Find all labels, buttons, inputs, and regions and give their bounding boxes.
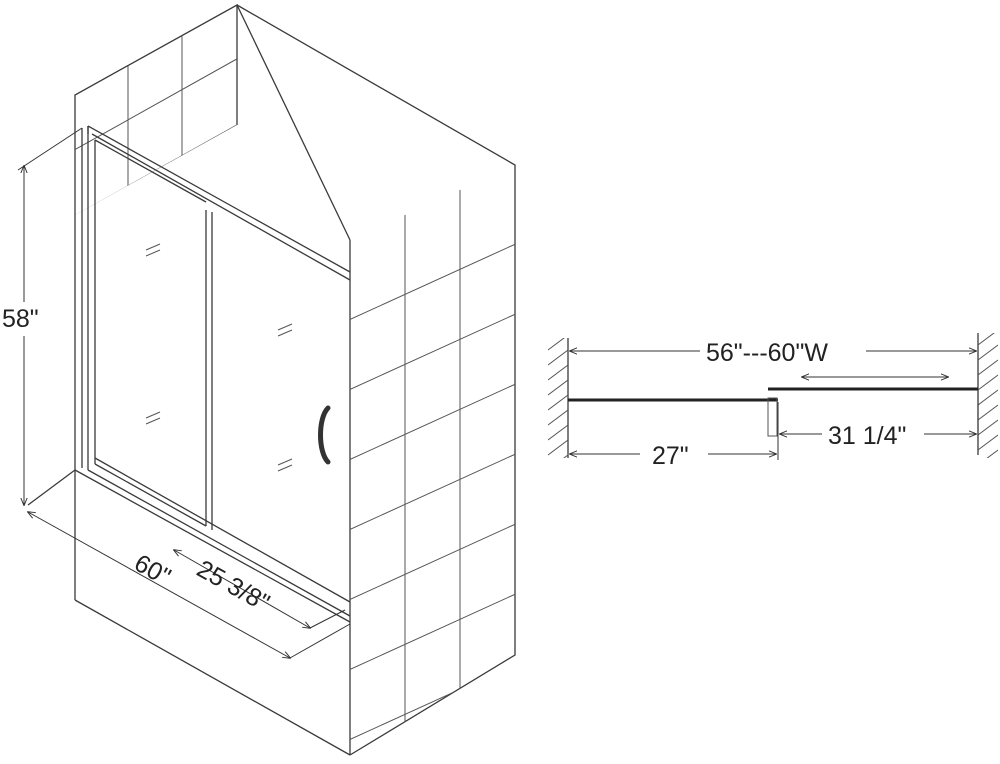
right-wall-hatch: [978, 333, 998, 458]
height-label: 58": [2, 305, 39, 333]
sliding-panel-label: 31 1/4": [828, 422, 906, 450]
fixed-panel-label: 27": [652, 442, 689, 470]
top-rail: [87, 125, 351, 281]
glass-marks: [145, 243, 293, 472]
door-width-dimension: [174, 550, 346, 628]
width-label: 60": [130, 549, 176, 591]
bathtub: [27, 469, 351, 756]
door-width-label: 25 3/8": [192, 555, 274, 617]
door-handle: [318, 405, 331, 465]
width-dimension: [28, 512, 351, 658]
door-frame: [81, 126, 351, 617]
back-wall-tiles: [75, 5, 237, 215]
opening-range-label: 56"---60"W: [706, 339, 828, 367]
side-wall-tiles: [350, 165, 515, 755]
height-dimension: [2, 127, 83, 505]
left-wall-hatch: [548, 338, 568, 458]
plan-view: [548, 333, 998, 460]
panel-overlap: [767, 397, 778, 437]
